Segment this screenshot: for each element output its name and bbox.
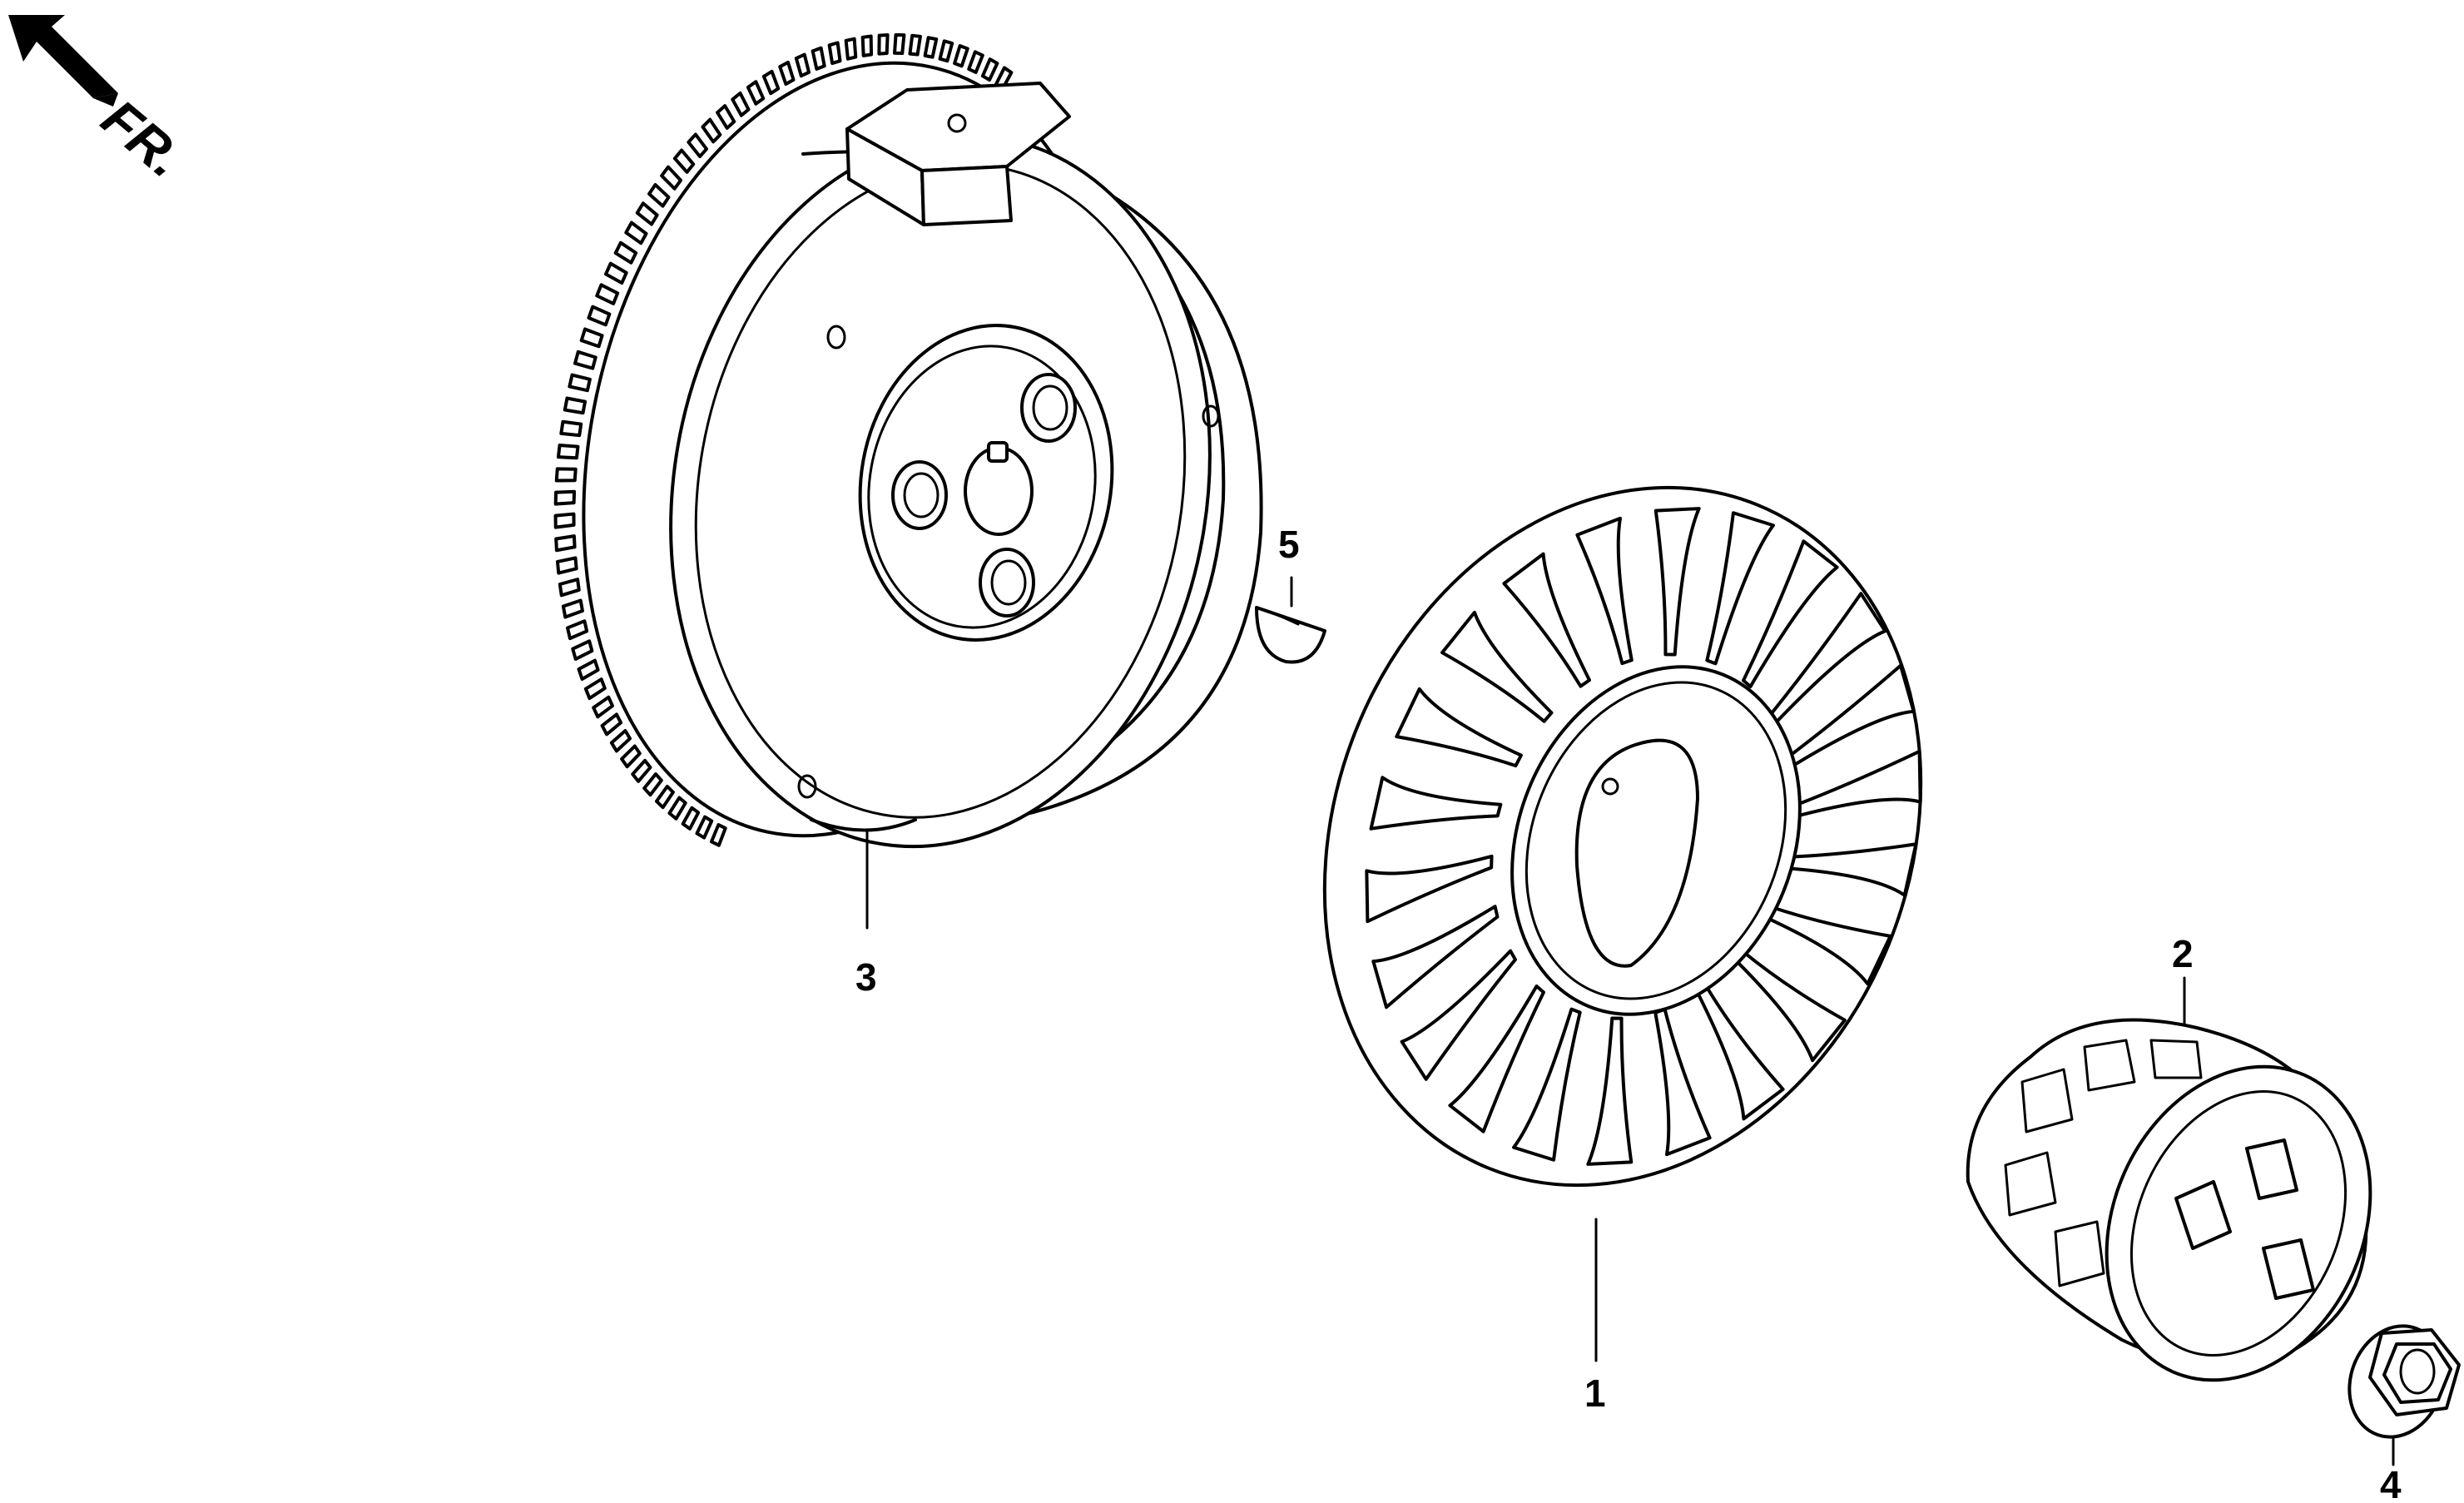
gear-tooth [577,658,600,681]
gear-tooth [571,639,594,661]
fan-blade [1586,1016,1634,1166]
gear-tooth [604,261,628,285]
gear-tooth [672,148,696,174]
cooling-fan [1322,485,1923,1188]
gear-tooth [938,39,954,63]
gear-tooth [553,489,577,506]
gear-tooth [923,36,939,59]
callout-2: 2 [2172,932,2194,975]
gear-tooth [811,46,826,71]
gear-tooth [681,806,701,831]
fan-blade [1395,687,1523,768]
gear-tooth [953,44,969,68]
gear-tooth [555,556,578,575]
fan-blade [1400,949,1517,1081]
callout-5: 5 [1278,523,1300,566]
gear-tooth [568,373,592,393]
fan-blade [1653,507,1701,657]
gear-tooth [561,598,584,619]
gear-tooth [716,104,736,130]
gear-tooth [600,712,623,737]
fan-blade [1440,610,1554,723]
gear-tooth [695,815,714,840]
callout-4: 4 [2380,1463,2402,1503]
gear-tooth [592,695,614,719]
fan-blade [1365,854,1494,924]
gear-tooth [778,60,796,87]
fan-blade [1575,516,1634,666]
gear-tooth [794,52,811,78]
gear-tooth [701,117,722,144]
fan-blade [1369,776,1503,831]
gear-tooth [642,772,663,797]
gear-tooth [609,729,632,753]
fan-blade [1705,511,1775,666]
gear-tooth [709,823,727,847]
gear-tooth [761,69,781,96]
gear-tooth [860,34,874,57]
gear-tooth [563,396,587,415]
gear-tooth [893,32,906,55]
gear-tooth [553,512,576,529]
gear-tooth [667,796,687,821]
gear-tooth [579,327,604,349]
gear-tooth [827,41,842,66]
gear-tooth [566,619,589,641]
woodruff-key [1255,606,1326,664]
gear-tooth [746,80,766,106]
flywheel-ring-gear-teeth [553,32,1014,847]
gear-tooth [554,534,577,553]
callout-1: 1 [1584,1372,1606,1415]
gear-tooth [980,57,999,82]
fan-blade [1512,1007,1582,1162]
gear-tooth [556,444,580,460]
gear-tooth [877,33,890,56]
fan-blade [1371,905,1500,1009]
gear-tooth [595,283,620,305]
gear-tooth [967,50,984,74]
fan-blade [1742,539,1839,689]
fan-blade [1502,552,1591,688]
gear-tooth [654,784,675,810]
flywheel [553,32,1263,849]
gear-tooth [631,758,652,783]
gear-tooth [624,221,648,246]
gear-tooth [573,350,597,370]
gear-tooth [647,182,671,208]
gear-tooth [844,37,858,61]
gear-tooth [908,33,922,57]
gear-tooth [660,165,683,191]
gear-tooth [687,132,709,159]
gear-tooth [583,677,607,701]
gear-tooth [558,578,581,598]
gear-tooth [613,241,638,265]
gear-tooth [635,201,659,226]
gear-tooth [731,91,751,117]
gear-tooth [587,305,612,327]
fan-blade [1448,984,1545,1133]
gear-tooth [559,419,583,438]
front-direction-arrow-icon [8,15,118,107]
gear-tooth [620,744,642,769]
gear-tooth [554,467,578,483]
callout-3: 3 [855,955,877,999]
starter-pulley [1966,1018,2372,1382]
flange-nut [2347,1324,2461,1439]
